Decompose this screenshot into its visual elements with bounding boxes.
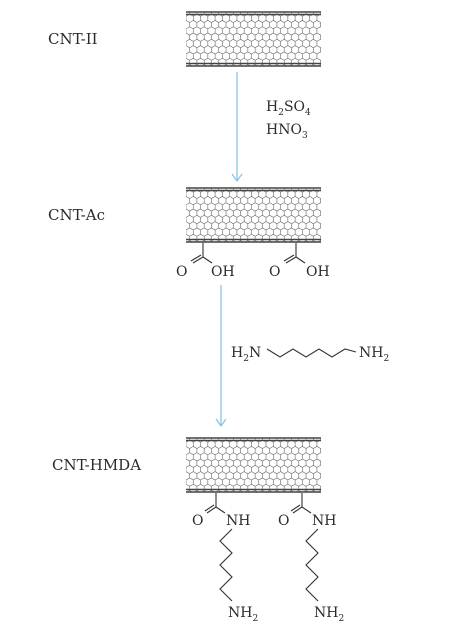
carboxylic-acid-group-left: O OH <box>176 243 235 280</box>
acid-oh-left: OH <box>211 264 235 280</box>
reaction-arrow-2 <box>215 285 227 428</box>
chain-left <box>219 528 233 602</box>
label-cnt-ac: CNT-Ac <box>48 206 105 224</box>
amide-nh-left: NH <box>226 513 250 529</box>
amine-right: NH2 <box>314 605 344 624</box>
tube-honeycomb <box>186 188 321 242</box>
hmda-chain <box>266 348 357 358</box>
reagent-hno3: HNO3 <box>266 122 308 141</box>
reaction-arrow-1 <box>231 72 243 183</box>
acid-o-left: O <box>176 264 187 280</box>
nanotube-cnt-ii <box>186 11 321 67</box>
amide-o-right: O <box>278 513 289 529</box>
acid-oh-right: OH <box>306 264 330 280</box>
amide-nh-right: NH <box>312 513 336 529</box>
nanotube-cnt-ac <box>186 187 321 243</box>
reagent-h2so4: H2SO4 <box>266 99 311 118</box>
hmda-h2n: H2N <box>231 345 261 364</box>
amine-left: NH2 <box>228 605 258 624</box>
hmda-nh2: NH2 <box>359 345 389 364</box>
tube-honeycomb <box>186 12 321 66</box>
acid-o-right: O <box>269 264 280 280</box>
label-cnt-ii: CNT-II <box>48 30 98 48</box>
tube-honeycomb <box>186 438 321 492</box>
nanotube-cnt-hmda <box>186 437 321 493</box>
amide-group-right: O NH NH2 <box>278 493 344 624</box>
chain-right <box>305 528 319 602</box>
reagent-hexamethylenediamine: H2N NH2 <box>231 345 389 364</box>
carboxylic-acid-group-right: O OH <box>269 243 330 280</box>
amide-o-left: O <box>192 513 203 529</box>
amide-group-left: O NH NH2 <box>192 493 258 624</box>
label-cnt-hmda: CNT-HMDA <box>52 456 141 474</box>
